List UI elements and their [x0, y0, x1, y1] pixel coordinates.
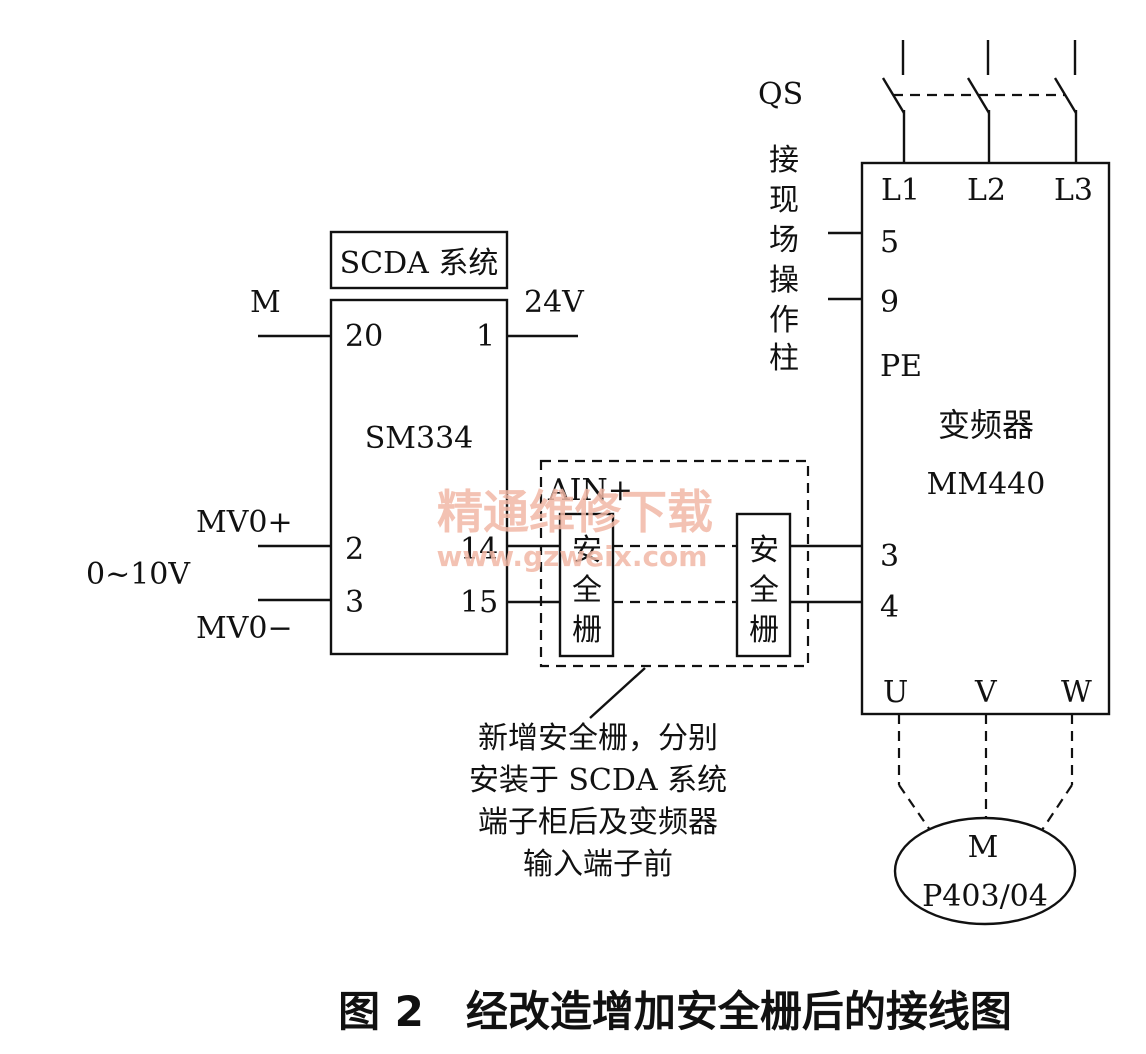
signal-mv0-plus: MV0+	[196, 505, 293, 540]
inverter-title: 变频器	[938, 406, 1034, 444]
site-column-char: 现	[769, 183, 799, 218]
barrier-char: 栅	[749, 613, 779, 648]
note-line: 端子柜后及变频器	[478, 805, 718, 840]
ain-label: AIN+	[547, 473, 633, 508]
sm334-pin-3: 3	[345, 585, 364, 620]
qs-label: QS	[758, 77, 803, 112]
motor-label: M	[968, 830, 999, 865]
safety-barrier-2: 安 全 栅	[735, 512, 792, 658]
sm334-pin-1: 1	[476, 319, 495, 354]
site-column-label: 接 现 场 操 作 柱	[769, 143, 799, 376]
inverter-model: MM440	[927, 467, 1046, 502]
terminal-3: 3	[880, 539, 899, 574]
sm334-module	[329, 298, 509, 656]
signal-24v: 24V	[524, 285, 585, 320]
barrier-char: 安	[572, 533, 602, 568]
scada-system-label: SCDA 系统	[340, 246, 499, 281]
terminal-u: U	[883, 675, 908, 710]
new-barrier-enclosure	[539, 459, 810, 668]
motor-cables	[897, 714, 1074, 831]
motor-model: P403/04	[922, 879, 1048, 914]
sm334-pin-2: 2	[345, 532, 364, 567]
site-column-char: 作	[769, 303, 799, 338]
signal-m: M	[250, 285, 281, 320]
barrier-char: 栅	[572, 613, 602, 648]
note-line: 安装于 SCDA 系统	[469, 763, 727, 798]
terminal-4: 4	[880, 590, 899, 625]
site-column-char: 操	[769, 263, 799, 298]
safety-barrier-1: 安 全 栅	[558, 512, 615, 658]
sm334-pin-14: 14	[460, 532, 498, 567]
terminal-v: V	[974, 675, 998, 710]
terminal-l2: L2	[967, 173, 1006, 208]
sm334-pin-20: 20	[345, 319, 383, 354]
note-line: 输入端子前	[523, 847, 673, 882]
figure-caption: 图 2 经改造增加安全栅后的接线图	[338, 987, 1012, 1036]
watermark-url: www.gzweix.com	[437, 540, 708, 573]
watermark-cn: 精通维修下载	[437, 485, 713, 539]
site-column-char: 场	[769, 223, 799, 258]
site-column-char: 柱	[769, 341, 799, 376]
site-column-char: 接	[769, 143, 799, 178]
terminal-9: 9	[880, 285, 899, 320]
terminal-l3: L3	[1054, 173, 1093, 208]
scada-system-box	[329, 230, 509, 290]
motor	[893, 816, 1077, 926]
barrier-char: 全	[572, 573, 602, 608]
barrier-char: 安	[749, 533, 779, 568]
terminal-l1: L1	[881, 173, 920, 208]
sm334-pin-15: 15	[460, 585, 498, 620]
note-leader	[589, 667, 646, 719]
note-line: 新增安全栅，分别	[478, 721, 718, 756]
sm334-label: SM334	[365, 421, 474, 456]
signal-range: 0~10V	[86, 557, 191, 592]
barrier-char: 全	[749, 573, 779, 608]
terminal-w: W	[1061, 675, 1092, 710]
qs-switch	[881, 40, 1078, 163]
terminal-5: 5	[880, 225, 899, 260]
terminal-pe: PE	[880, 349, 922, 384]
signal-mv0-minus: MV0−	[196, 611, 293, 646]
